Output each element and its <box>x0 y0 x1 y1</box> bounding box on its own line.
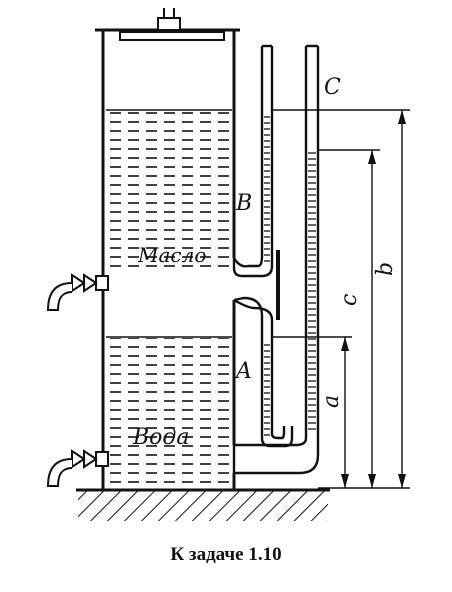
dim-c-label: c <box>337 294 362 306</box>
scale-C <box>308 150 316 432</box>
scale-A <box>264 340 270 436</box>
tube-fill <box>276 250 280 320</box>
dimension-lines <box>272 109 410 489</box>
point-b-label: B <box>235 191 252 216</box>
ground <box>76 488 330 521</box>
scale-B <box>264 112 270 262</box>
point-a-label: A <box>234 359 252 384</box>
dim-a-label: a <box>319 395 344 408</box>
valve-icon <box>46 449 109 487</box>
tank <box>95 8 240 490</box>
valve-icon <box>46 273 109 311</box>
figure-caption: К задаче 1.10 <box>170 544 282 565</box>
dim-b-label: b <box>373 262 398 276</box>
oil-layer <box>107 112 232 274</box>
point-c-label: C <box>324 75 341 100</box>
manometer-tubes <box>232 44 320 475</box>
water-label: Вода <box>132 425 189 450</box>
oil-label: Масло <box>137 243 206 267</box>
water-layer <box>107 338 232 488</box>
